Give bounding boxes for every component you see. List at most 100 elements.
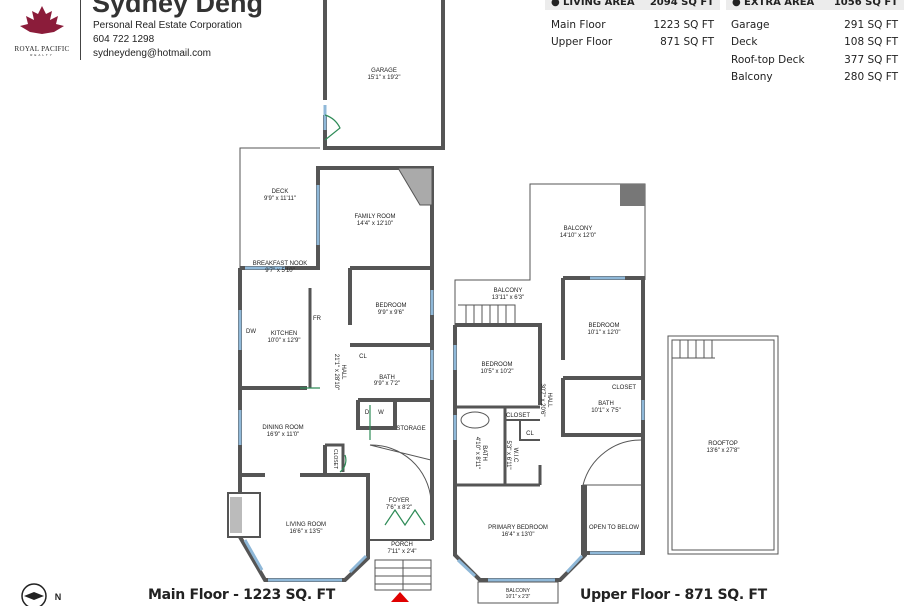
room-dimension: 30'7" x 20'6" bbox=[539, 384, 545, 417]
room-label: BEDROOM bbox=[375, 303, 406, 309]
agent-phone: 604 722 1298 bbox=[93, 34, 155, 45]
compass-north-label: N bbox=[55, 592, 62, 602]
extra-area-header: ● EXTRA AREA 1056 SQ FT bbox=[726, 0, 904, 10]
main-floor-walls bbox=[238, 0, 445, 582]
area-value: 871 SQ FT bbox=[660, 36, 714, 48]
room-label: HALL bbox=[546, 392, 552, 408]
room-dimension: 21'1" x 28'10" bbox=[333, 354, 339, 390]
room-dimension: 16'6" x 13'5" bbox=[290, 529, 323, 535]
extra-area-label: EXTRA AREA bbox=[744, 0, 815, 8]
room-label: PRIMARY BEDROOM bbox=[488, 525, 548, 531]
area-name: Deck bbox=[731, 36, 758, 48]
header-divider bbox=[80, 0, 81, 60]
agent-title: Personal Real Estate Corporation bbox=[93, 20, 242, 31]
room-label: BEDROOM bbox=[481, 362, 512, 368]
room-label: LIVING ROOM bbox=[286, 522, 326, 528]
room-label: BALCONY bbox=[506, 588, 531, 594]
bedroom-walls bbox=[348, 266, 432, 430]
main-walls bbox=[238, 166, 434, 582]
fireplace-icon bbox=[397, 167, 433, 206]
area-name: Upper Floor bbox=[551, 36, 613, 48]
rooftop-outline bbox=[667, 335, 779, 555]
fireplace-hearth bbox=[230, 497, 242, 533]
area-value: 377 SQ FT bbox=[844, 54, 898, 66]
room-label: ROOFTOP bbox=[708, 441, 738, 447]
chimney bbox=[620, 184, 645, 206]
room-dimension: 16'4" x 13'0" bbox=[502, 532, 535, 538]
room-label: BALCONY bbox=[494, 288, 523, 294]
room-label: W.I.C bbox=[512, 448, 518, 463]
room-dimension: 15'1" x 19'2" bbox=[368, 75, 401, 81]
room-label: BATH bbox=[379, 375, 395, 381]
room-label: BATH bbox=[598, 401, 614, 407]
agent-email[interactable]: sydneydeng@hotmail.com bbox=[93, 48, 211, 59]
dishwasher-label: DW bbox=[246, 329, 256, 335]
room-dimension: 10'5" x 10'2" bbox=[481, 369, 514, 375]
staircase-icon bbox=[369, 444, 432, 501]
logo-subtext: REALTY bbox=[30, 53, 54, 57]
living-area-header: ● LIVING AREA 2094 SQ FT bbox=[545, 0, 720, 10]
windows bbox=[238, 105, 434, 582]
maple-leaf-icon bbox=[20, 6, 64, 34]
living-area-total: 2094 SQ FT bbox=[649, 0, 714, 8]
room-dimension: 10'1" x 7'5" bbox=[591, 408, 621, 414]
room-dimension: 10'1" x 12'0" bbox=[588, 330, 621, 336]
room-dimension: 9'9" x 11'11" bbox=[264, 196, 296, 202]
brokerage-logo: ROYAL PACIFIC REALTY bbox=[14, 4, 70, 57]
room-dimension: 16'9" x 11'0" bbox=[267, 432, 299, 438]
washer-label: W bbox=[378, 410, 384, 416]
area-value: 291 SQ FT bbox=[844, 19, 898, 31]
bathtub-icon bbox=[460, 411, 490, 429]
room-dimension: 9'7" x 5'10" bbox=[265, 268, 295, 274]
closet-label: CL bbox=[526, 431, 534, 437]
staircase-icon bbox=[582, 439, 644, 486]
garage-walls bbox=[323, 0, 445, 150]
deck-outline bbox=[239, 147, 432, 591]
room-label: BREAKFAST NOOK bbox=[253, 261, 308, 267]
area-row: Roof-top Deck 377 SQ FT bbox=[731, 54, 904, 66]
closet-walls bbox=[325, 443, 345, 472]
room-label: DINING ROOM bbox=[262, 425, 303, 431]
compass-icon bbox=[21, 583, 47, 606]
living-area-label: LIVING AREA bbox=[563, 0, 635, 8]
upper-floor-labels: BALCONY 14'10" x 12'0" BALCONY 13'11" x … bbox=[474, 226, 739, 600]
room-label: DECK bbox=[272, 189, 289, 195]
room-dimension: 13'6" x 27'8" bbox=[707, 448, 740, 454]
room-dimension: 14'10" x 12'0" bbox=[560, 233, 596, 239]
room-dimension: 5'3" x 6'11" bbox=[505, 440, 511, 469]
room-dimension: 10'0" x 12'9" bbox=[268, 338, 301, 344]
room-label: BEDROOM bbox=[588, 323, 619, 329]
fridge-label: FR bbox=[313, 316, 322, 322]
area-value: 1223 SQ FT bbox=[653, 19, 714, 31]
room-dimension: 4'10" x 8'11" bbox=[474, 437, 480, 469]
room-label: FOYER bbox=[389, 498, 410, 504]
bullet-icon: ● bbox=[551, 0, 560, 8]
closet-label: CLOSET bbox=[612, 385, 636, 391]
room-dimension: 14'4" x 12'10" bbox=[357, 221, 393, 227]
room-label: BALCONY bbox=[564, 226, 593, 232]
extra-area-total: 1056 SQ FT bbox=[833, 0, 898, 8]
area-name: Roof-top Deck bbox=[731, 54, 805, 66]
main-floor-title: Main Floor - 1223 SQ. FT bbox=[148, 587, 336, 603]
room-dimension: 13'11" x 6'3" bbox=[492, 295, 524, 301]
room-label: FAMILY ROOM bbox=[354, 214, 395, 220]
room-dimension: 10'1" x 2'3" bbox=[506, 594, 531, 600]
area-row: Upper Floor 871 SQ FT bbox=[551, 36, 720, 48]
storage-label: STORAGE bbox=[396, 426, 425, 432]
room-dimension: 9'9" x 9'6" bbox=[378, 310, 404, 316]
room-label: HALL bbox=[340, 364, 346, 380]
entry-marker-icon bbox=[391, 592, 409, 602]
closet-label: CL bbox=[359, 354, 367, 360]
room-label: OPEN TO BELOW bbox=[589, 525, 639, 531]
closet-label: CLOSET bbox=[506, 413, 530, 419]
upper-floor-title: Upper Floor - 871 SQ. FT bbox=[580, 587, 767, 603]
closet-label: CLOSET bbox=[332, 449, 338, 469]
area-name: Balcony bbox=[731, 71, 773, 83]
area-name: Garage bbox=[731, 19, 770, 31]
room-dimension: 9'9" x 7'2" bbox=[374, 381, 400, 387]
